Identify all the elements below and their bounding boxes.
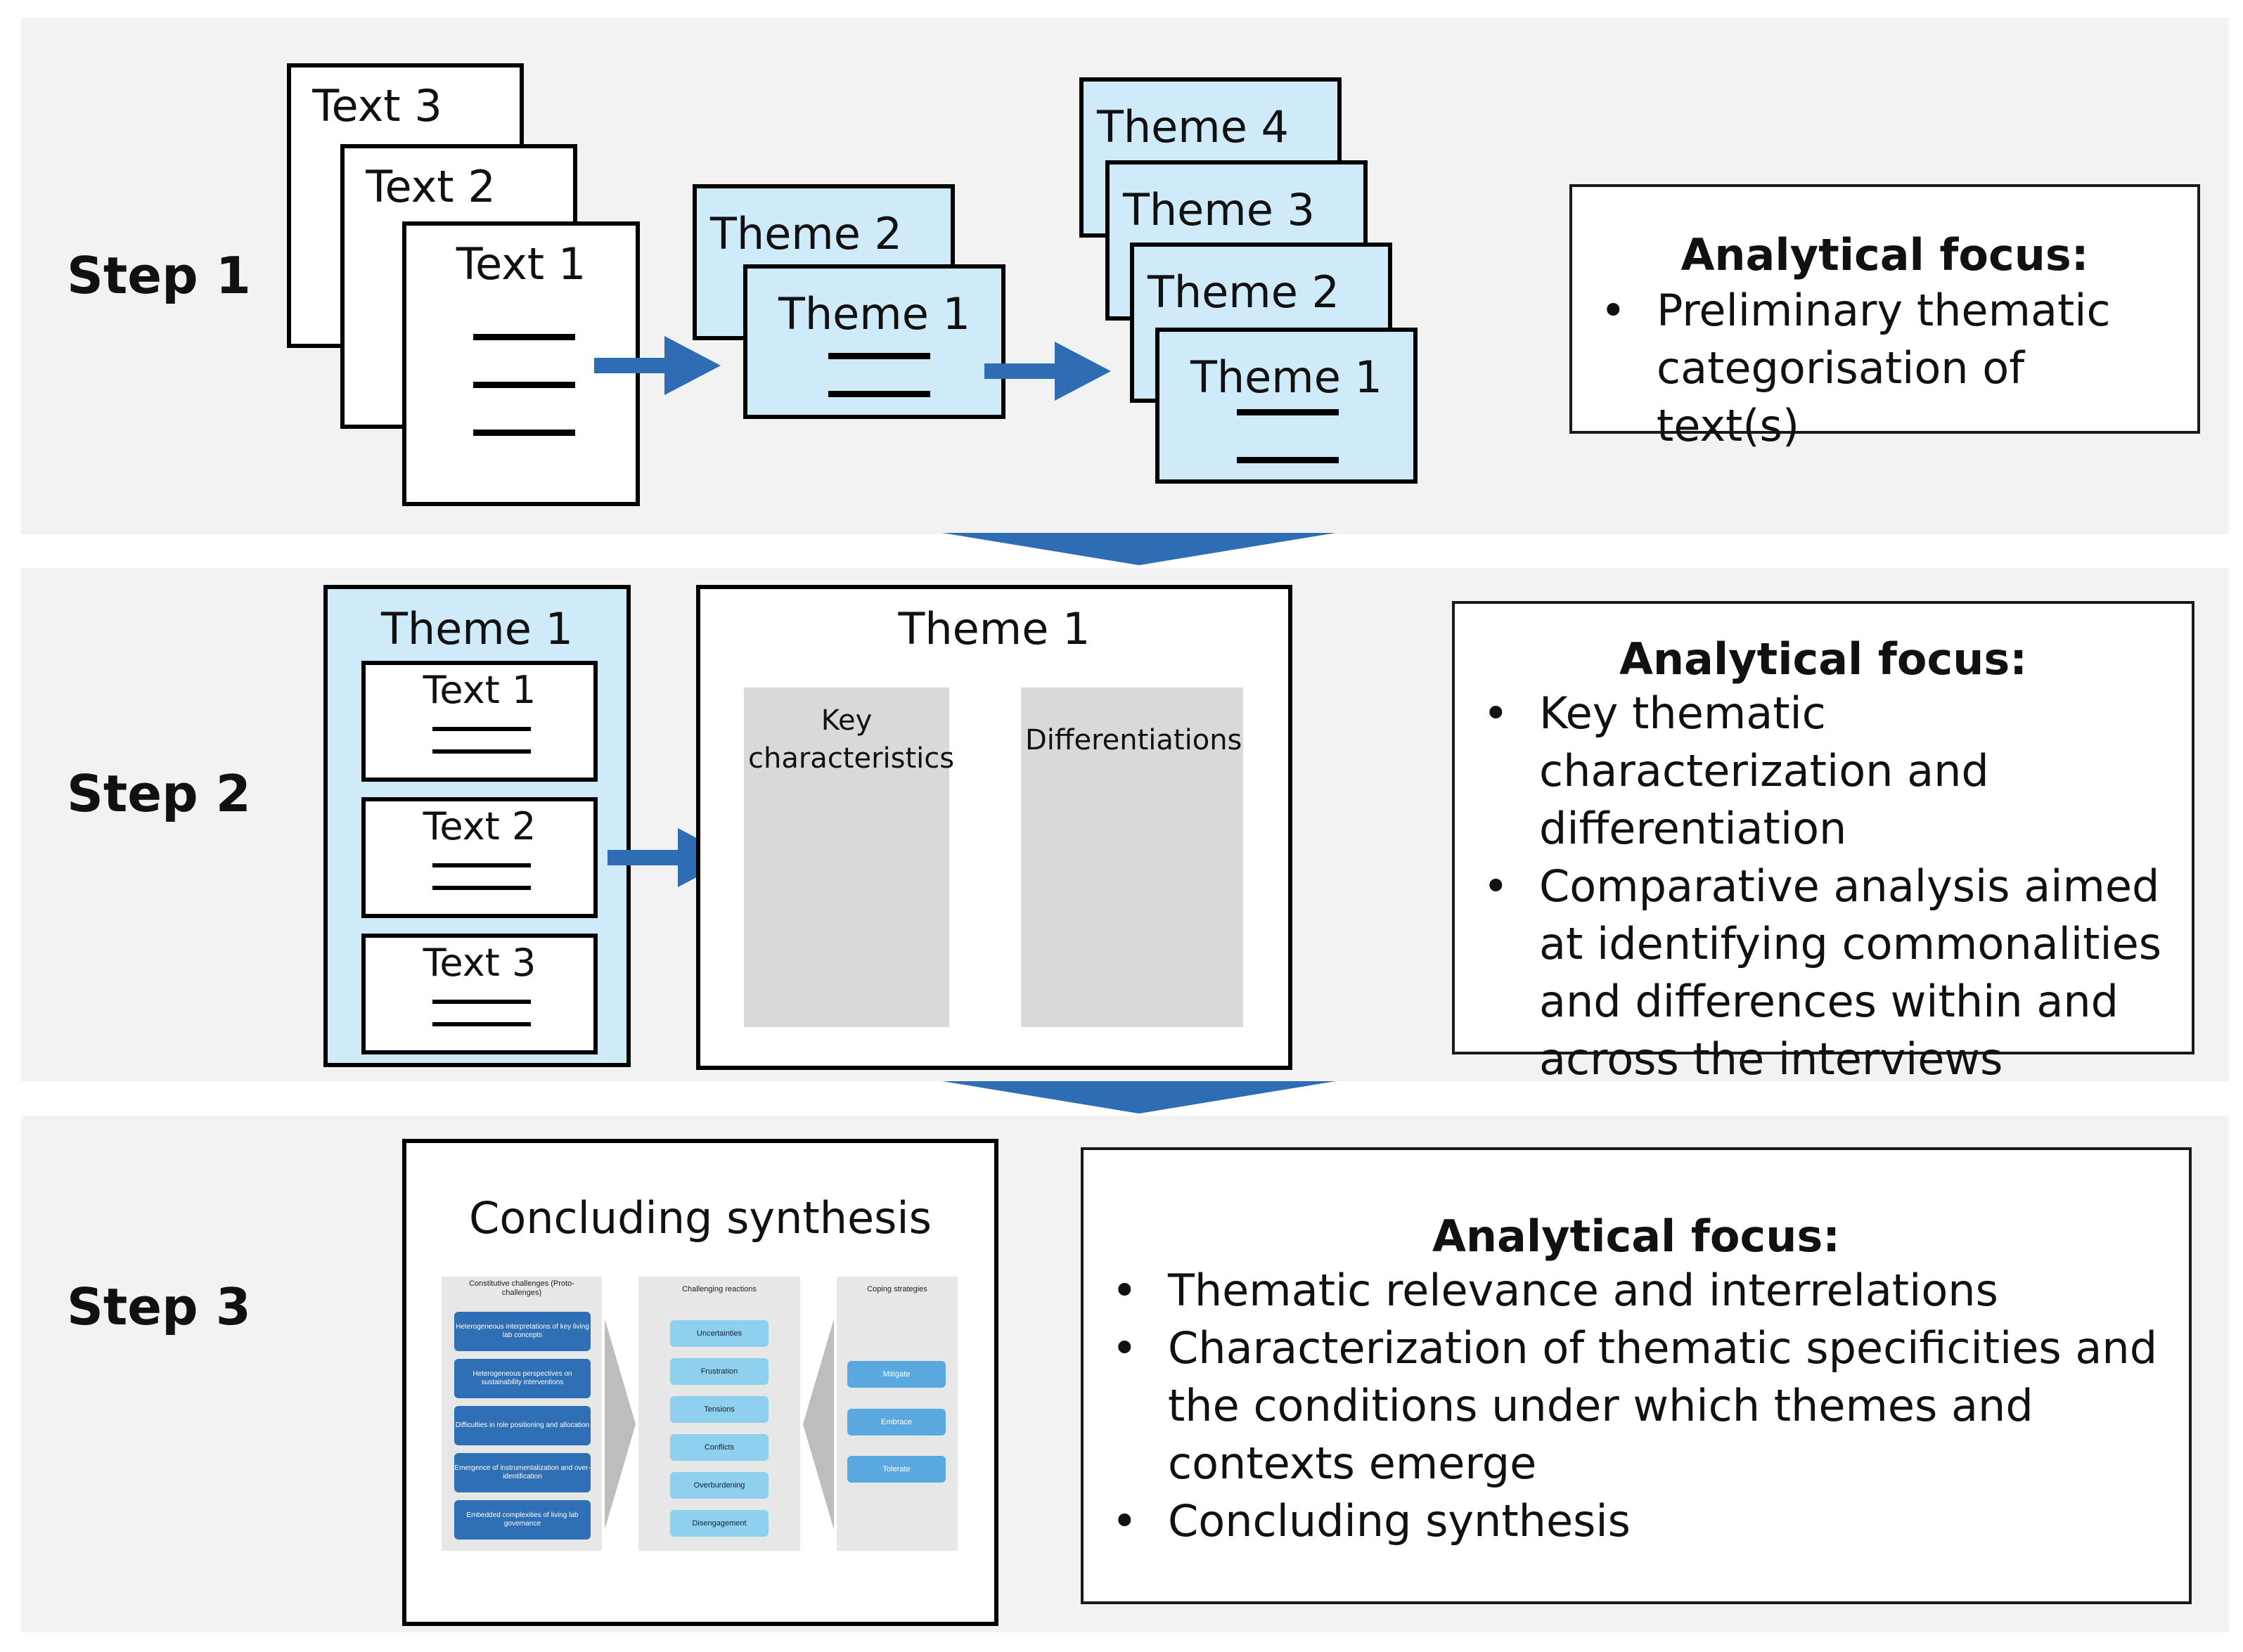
focus-list: Preliminary thematic categorisation of t… [1572,282,2197,455]
reaction-item: Uncertainties [670,1320,769,1347]
coping-strategies-column: Coping strategies Mitigate Embrace Toler… [837,1277,958,1551]
focus-list: Key thematic characterization and differ… [1455,685,2192,1088]
theme-analysis-title: Theme 1 [898,603,1091,654]
column-heading: Challenging reactions [682,1285,757,1293]
theme-analysis-card: Theme 1 Key characteristics Differentiat… [696,585,1292,1070]
challenge-item: Embedded complexities of living lab gove… [454,1500,591,1540]
chevron-down-shape [942,1081,1336,1114]
challenge-item: Emergence of instrumentalization and ove… [454,1453,591,1492]
theme-group-card: Theme 1 Text 1 Text 2 Text 3 [323,585,631,1067]
strategy-item: Embrace [847,1409,946,1435]
theme-card-stack-2-title: Theme 2 [1147,266,1339,318]
theme-card-pair-front-title: Theme 1 [778,288,970,340]
focus-item: Preliminary thematic categorisation of t… [1572,282,2169,455]
text-line [432,749,531,754]
step2-to-step3-chevron [942,1081,1336,1114]
text-line [432,863,531,867]
theme-group-title: Theme 1 [380,603,573,654]
text-line [828,391,930,397]
step1-label: Step 1 [67,246,251,305]
theme-card-stack-1: Theme 1 [1155,328,1418,484]
theme-card-stack-1-title: Theme 1 [1190,351,1382,403]
step2-analytical-focus: Analytical focus: Key thematic character… [1452,601,2194,1085]
step3-analytical-focus: Analytical focus: Thematic relevance and… [1081,1147,2192,1604]
focus-item: Key thematic characterization and differ… [1455,685,2171,858]
grouped-text-card-3: Text 3 [361,934,598,1054]
text-line [473,334,575,340]
key-characteristics-column: Key characteristics [744,688,954,1027]
differentiations-column: Differentiations [1021,688,1243,1027]
text-line [432,1022,531,1026]
grouped-text-card-2: Text 2 [361,797,598,918]
column-label: Differentiations [1025,724,1242,756]
arrow-right-icon [594,336,721,395]
column-heading: Coping strategies [867,1285,927,1293]
theme-card-stack-4-title: Theme 4 [1096,101,1289,153]
reaction-item: Tensions [670,1396,769,1423]
challenging-reactions-column: Challenging reactions Uncertainties Frus… [638,1277,800,1551]
text-card-1-title: Text 1 [456,238,586,290]
focus-item: Concluding synthesis [1084,1492,2161,1550]
grouped-text-title: Text 2 [423,804,536,848]
grouped-text-card-1: Text 1 [361,661,598,782]
focus-item: Thematic relevance and interrelations [1084,1262,2161,1319]
theme-card-stack-3-title: Theme 3 [1122,184,1315,235]
synthesis-figure: Constitutive challenges (Proto-challenge… [442,1277,962,1551]
constitutive-challenges-column: Constitutive challenges (Proto-challenge… [442,1277,602,1551]
reaction-item: Overburdening [670,1472,769,1499]
text-card-2-title: Text 2 [366,161,496,212]
text-line [473,430,575,436]
chevron-right-icon [605,1319,636,1530]
text-line [473,382,575,388]
column-label: Key characteristics [748,704,955,775]
step1-to-step2-chevron [942,533,1336,565]
focus-item: Comparative analysis aimed at identifyin… [1455,858,2171,1088]
text-line [432,886,531,890]
focus-title: Analytical focus: [1680,229,2089,280]
focus-title: Analytical focus: [1432,1211,1841,1262]
step2-label: Step 2 [67,764,251,823]
strategy-item: Mitigate [847,1361,946,1388]
text-line [1237,457,1339,463]
text-line [432,727,531,731]
reaction-item: Frustration [670,1358,769,1385]
text-line [432,1000,531,1004]
reaction-item: Disengagement [670,1510,769,1537]
grouped-text-title: Text 1 [423,668,536,712]
challenge-item: Heterogeneous perspectives on sustainabi… [454,1359,591,1398]
grouped-text-title: Text 3 [423,941,536,985]
step3-label: Step 3 [67,1277,251,1336]
challenge-item: Heterogeneous interpretations of key liv… [454,1312,591,1351]
synthesis-title: Concluding synthesis [469,1192,932,1244]
challenge-item: Difficulties in role positioning and all… [454,1406,591,1445]
text-line [828,353,930,359]
text-line [1237,409,1339,415]
concluding-synthesis-card: Concluding synthesis Constitutive challe… [402,1139,998,1626]
arrow-right-icon [984,342,1111,401]
chevron-left-icon [803,1319,834,1530]
focus-list: Thematic relevance and interrelations Ch… [1084,1262,2189,1550]
theme-card-pair-back-title: Theme 2 [709,208,902,259]
strategy-item: Tolerate [847,1456,946,1483]
column-heading: Constitutive challenges (Proto-challenge… [469,1279,574,1297]
reaction-item: Conflicts [670,1434,769,1461]
chevron-down-shape [942,533,1336,565]
theme-card-pair-front: Theme 1 [743,264,1005,419]
focus-title: Analytical focus: [1619,633,2028,685]
step1-analytical-focus: Analytical focus: Preliminary thematic c… [1569,184,2200,451]
text-card-3-title: Text 3 [312,80,442,131]
focus-item: Characterization of thematic specificiti… [1084,1319,2161,1492]
